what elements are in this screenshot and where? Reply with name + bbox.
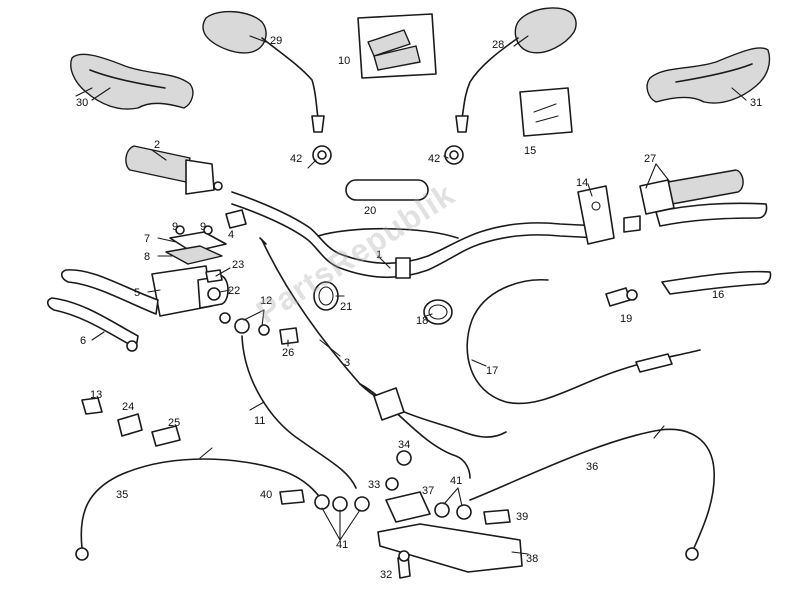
brake-hose [75, 447, 323, 561]
callout-3: 3 [344, 357, 350, 369]
callout-4: 4 [228, 229, 234, 241]
right-hand-guard [646, 47, 771, 104]
left-mirror [202, 10, 325, 133]
brake-lever [46, 269, 159, 352]
callout-5: 5 [134, 287, 140, 299]
screw [225, 209, 247, 229]
screws-bag [519, 87, 573, 137]
left-grip-clutch-assembly [623, 169, 768, 233]
callout-15: 15 [524, 145, 536, 157]
callout-6: 6 [80, 335, 86, 347]
callout-28: 28 [492, 39, 504, 51]
callout-2: 2 [154, 139, 160, 151]
callout-34: 34 [398, 439, 410, 451]
brake-hose [469, 425, 715, 561]
banjo-bolt [81, 397, 103, 415]
throttle-grip [125, 145, 223, 195]
callout-9b: 9 [200, 221, 206, 233]
callout-30: 30 [76, 97, 88, 109]
left-hand-guard [70, 53, 194, 110]
washers [314, 494, 472, 520]
callout-labels: 1 2 3 4 5 6 7 8 9 9 10 11 12 13 14 15 16… [76, 35, 762, 581]
callout-42a: 42 [290, 153, 302, 165]
callout-22: 22 [228, 285, 240, 297]
callout-20: 20 [364, 205, 376, 217]
callout-10: 10 [338, 55, 350, 67]
callout-40: 40 [260, 489, 272, 501]
bolt [483, 509, 511, 525]
callout-13: 13 [90, 389, 102, 401]
callout-26: 26 [282, 347, 294, 359]
distribution-block [385, 491, 431, 523]
callout-24: 24 [122, 401, 134, 413]
master-cylinder [151, 265, 229, 317]
grips-bag [357, 13, 437, 79]
mirror-clamp-right [444, 145, 464, 165]
callout-21: 21 [340, 301, 352, 313]
leader-lines [91, 35, 747, 555]
callout-7: 7 [144, 233, 150, 245]
master-cylinder-cover [165, 225, 227, 265]
bolt [279, 489, 305, 505]
callout-31: 31 [750, 97, 762, 109]
handlebar [231, 191, 601, 279]
callout-14: 14 [576, 177, 588, 189]
clutch-cable [466, 279, 701, 405]
callout-32: 32 [380, 569, 392, 581]
callout-41a: 41 [336, 539, 348, 551]
callout-39: 39 [516, 511, 528, 523]
callout-9a: 9 [172, 221, 178, 233]
lever [661, 270, 772, 295]
bolt [279, 327, 299, 345]
callout-41b: 41 [450, 475, 462, 487]
brake-hose [241, 335, 357, 489]
callout-27: 27 [644, 153, 656, 165]
washer [385, 477, 399, 491]
callout-36: 36 [586, 461, 598, 473]
callout-38: 38 [526, 553, 538, 565]
callout-8: 8 [144, 251, 150, 263]
callout-35: 35 [116, 489, 128, 501]
callout-17: 17 [486, 365, 498, 377]
bracket [377, 523, 523, 573]
callout-23: 23 [232, 259, 244, 271]
light-switch [577, 185, 615, 245]
washers [219, 312, 270, 336]
hose-clamp [313, 281, 339, 311]
right-mirror [455, 7, 577, 133]
rubber-boot [151, 425, 181, 447]
screw [605, 287, 638, 307]
callout-33: 33 [368, 479, 380, 491]
callout-1: 1 [376, 249, 382, 261]
callout-12: 12 [260, 295, 272, 307]
bolt [397, 550, 411, 579]
handlebar-pad [345, 179, 429, 201]
pressure-switch [117, 413, 143, 437]
callout-18: 18 [416, 315, 428, 327]
callout-19: 19 [620, 313, 632, 325]
callout-29: 29 [270, 35, 282, 47]
callout-25: 25 [168, 417, 180, 429]
callout-16: 16 [712, 289, 724, 301]
throttle-cable [259, 237, 507, 479]
mirror-clamp-left [312, 145, 332, 165]
callout-37: 37 [422, 485, 434, 497]
callout-42b: 42 [428, 153, 440, 165]
nut [396, 450, 412, 466]
hose-clamp [423, 299, 453, 325]
callout-11: 11 [254, 415, 265, 427]
